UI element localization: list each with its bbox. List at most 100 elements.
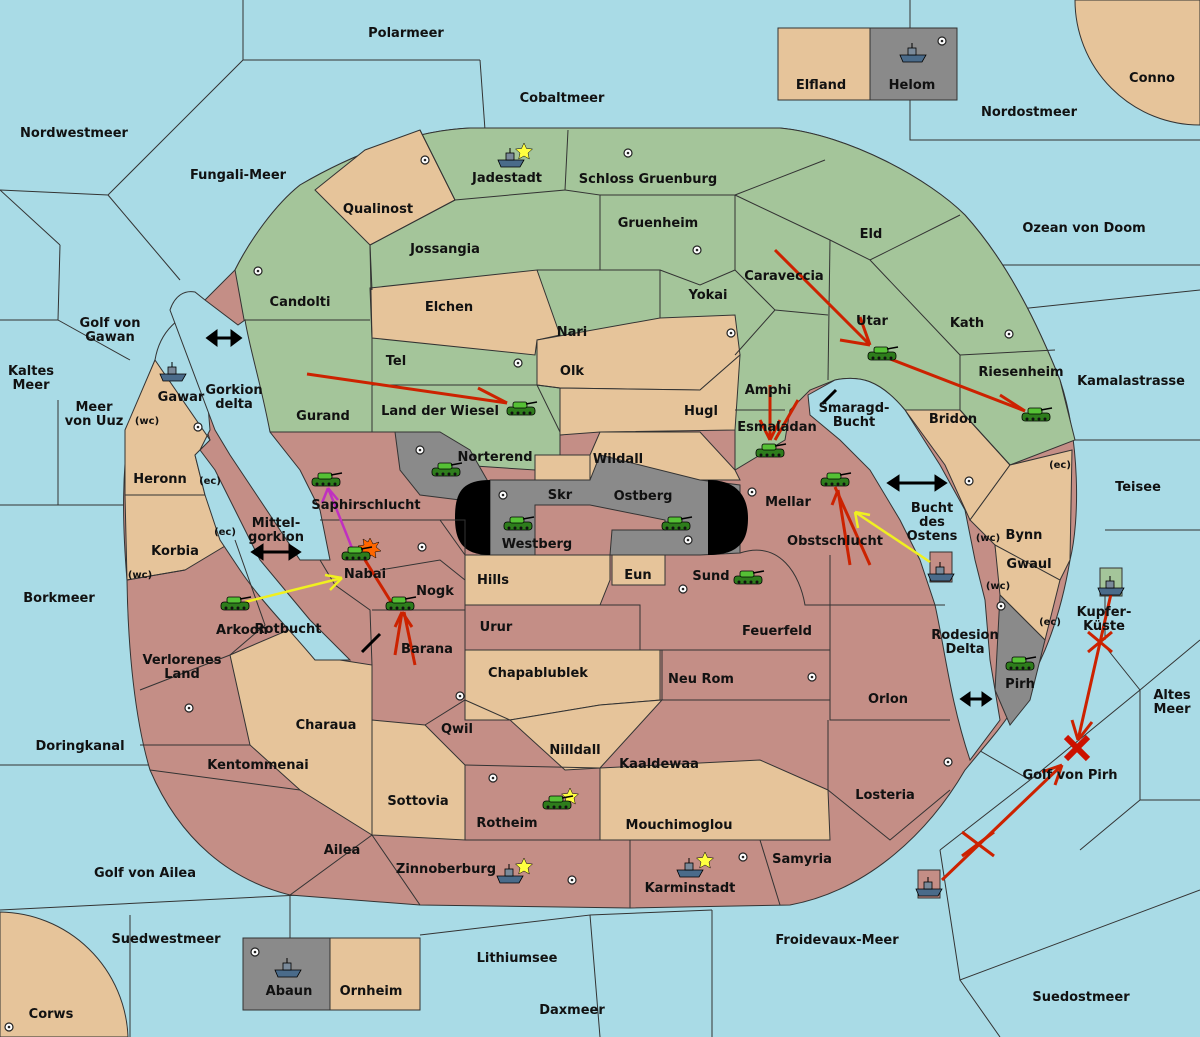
army-unit-icon[interactable] (820, 472, 852, 487)
label-cobaltmeer: Cobaltmeer (520, 91, 605, 106)
army-unit-icon[interactable] (661, 516, 693, 531)
label-wildall: Wildall (593, 452, 643, 467)
label-abaun: Abaun (266, 984, 313, 999)
label-hugl: Hugl (684, 404, 718, 419)
label-utar: Utar (856, 314, 889, 329)
army-unit-icon[interactable] (341, 546, 373, 561)
army-unit-icon[interactable] (733, 570, 765, 585)
province-labels: Elfland Helom Jadestadt Schloss Gruenbur… (133, 78, 1063, 999)
label-suedostmeer: Suedostmeer (1032, 990, 1130, 1005)
army-unit-icon[interactable] (1005, 656, 1037, 671)
army-unit-icon[interactable] (385, 596, 417, 611)
army-unit-icon[interactable] (503, 516, 535, 531)
label-mellar: Mellar (765, 495, 811, 510)
fleet-unit-icon[interactable] (676, 858, 704, 878)
label-froidevaux: Froidevaux-Meer (775, 933, 899, 948)
army-unit-icon[interactable] (311, 472, 343, 487)
label-kupfer: Kupfer-Küste (1077, 605, 1132, 634)
army-unit-icon[interactable] (867, 346, 899, 361)
fleet-unit-icon[interactable] (159, 362, 187, 382)
label-candolti: Candolti (270, 295, 331, 310)
supply-centers (4, 36, 1014, 1032)
sea-labels: Polarmeer Cobaltmeer Nordwestmeer Fungal… (20, 26, 1185, 1022)
label-charaua: Charaua (296, 718, 357, 733)
label-arkoon: Arkoon (216, 623, 268, 638)
label-golf-ailea: Golf von Ailea (94, 866, 196, 881)
label-elchen: Elchen (425, 300, 473, 315)
label-riesenheim: Riesenheim (978, 365, 1063, 380)
label-gawar: Gawar (158, 390, 205, 405)
adjacency-arrows (205, 329, 993, 707)
label-urur: Urur (480, 620, 513, 635)
army-unit-icon[interactable] (1021, 407, 1053, 422)
tag-bynn-ec: (ec) (1049, 460, 1071, 471)
label-eun: Eun (624, 568, 651, 583)
army-unit-icon[interactable] (542, 795, 574, 810)
tag-heronn-ec: (ec) (199, 476, 221, 487)
label-mouchi: Mouchimoglou (626, 818, 733, 833)
label-bridon: Bridon (929, 412, 977, 427)
label-doringkanal: Doringkanal (35, 739, 124, 754)
label-schloss: Schloss Gruenburg (579, 172, 717, 187)
label-qualinost: Qualinost (343, 202, 413, 217)
label-corws: Corws (29, 1007, 74, 1022)
army-unit-icon[interactable] (431, 462, 463, 477)
label-yokai: Yokai (687, 288, 727, 303)
failed-moves (961, 630, 1113, 858)
label-teisee: Teisee (1115, 480, 1161, 495)
label-nogk: Nogk (416, 584, 454, 599)
label-gurand: Gurand (296, 409, 350, 424)
label-smaragd: Smaragd-Bucht (819, 401, 890, 430)
label-zinnoberburg: Zinnoberburg (396, 862, 496, 877)
label-gruenheim: Gruenheim (618, 216, 698, 231)
label-kath: Kath (950, 316, 984, 331)
army-unit-icon[interactable] (220, 596, 252, 611)
convoy-arrow (320, 487, 354, 549)
units-layer (159, 43, 1125, 978)
label-rotbucht: Rotbucht (255, 622, 322, 637)
coast-tags: (wc) (ec) (ec) (wc) (ec) (wc) (wc) (ec) (128, 416, 1071, 628)
label-gwaul: Gwaul (1006, 557, 1051, 572)
tag-gwaul-wc: (wc) (986, 581, 1010, 592)
label-pirh: Pirh (1005, 677, 1035, 692)
tag-gawar-wc: (wc) (135, 416, 159, 427)
fleet-unit-icon[interactable] (496, 864, 524, 884)
fleet-unit-icon[interactable] (274, 958, 302, 978)
label-tel: Tel (386, 354, 406, 369)
label-rotheim: Rotheim (476, 816, 537, 831)
fleet-unit-icon[interactable] (1097, 576, 1125, 596)
label-ailea: Ailea (324, 843, 361, 858)
label-korbia: Korbia (151, 544, 199, 559)
army-unit-icon[interactable] (506, 401, 538, 416)
label-heronn: Heronn (133, 472, 187, 487)
fleet-unit-icon[interactable] (899, 43, 927, 63)
label-conno: Conno (1129, 71, 1175, 86)
label-ostberg: Ostberg (614, 489, 673, 504)
label-samyria: Samyria (772, 852, 832, 867)
fleet-unit-icon[interactable] (497, 148, 525, 168)
fleet-unit-icon[interactable] (927, 562, 955, 582)
label-suedwestmeer: Suedwestmeer (111, 932, 221, 947)
label-daxmeer: Daxmeer (539, 1003, 605, 1018)
army-unit-icon[interactable] (755, 443, 787, 458)
fleet-unit-icon[interactable] (915, 877, 943, 897)
label-caraveccia: Caraveccia (744, 269, 823, 284)
label-eld: Eld (860, 227, 883, 242)
label-olk: Olk (560, 364, 585, 379)
label-kamalastrasse: Kamalastrasse (1077, 374, 1185, 389)
label-kaaldewaa: Kaaldewaa (619, 757, 699, 772)
label-hills: Hills (477, 573, 509, 588)
label-chapa: Chapablublek (488, 666, 588, 681)
label-saphir: Saphirschlucht (311, 498, 420, 513)
label-borkmeer: Borkmeer (23, 591, 95, 606)
tag-korbia-ec: (ec) (214, 527, 236, 538)
tag-gwaul-ec: (ec) (1039, 617, 1061, 628)
label-losteria: Losteria (855, 788, 915, 803)
